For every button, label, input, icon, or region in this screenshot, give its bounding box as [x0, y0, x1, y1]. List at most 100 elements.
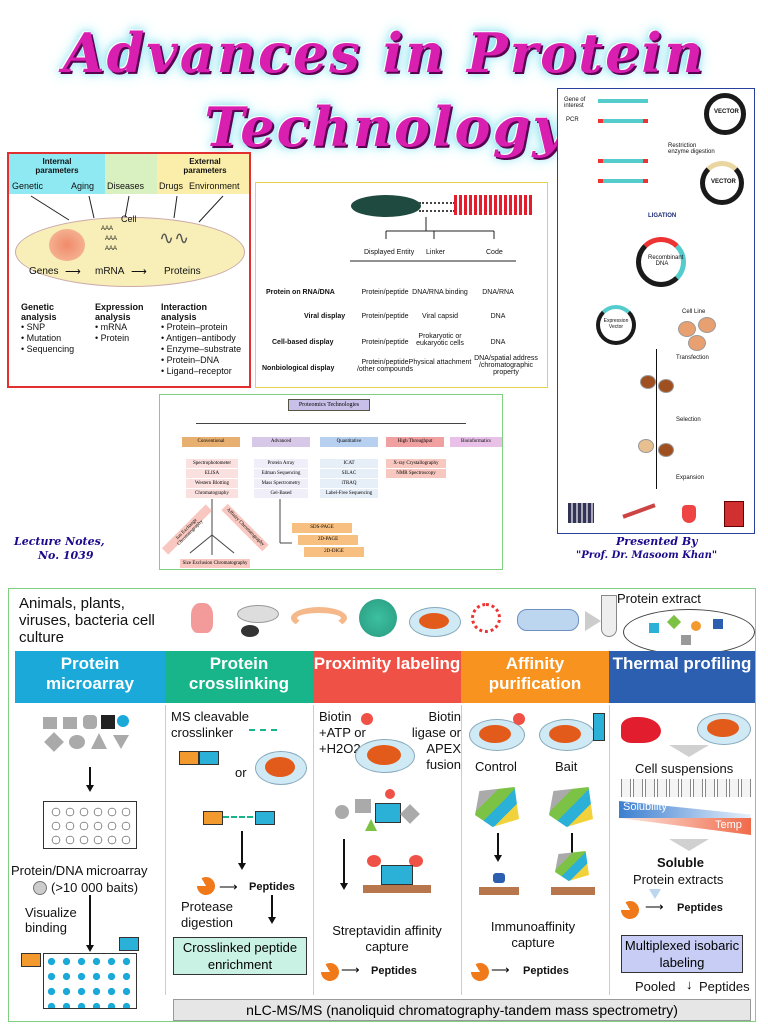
pcr-strand — [598, 179, 648, 183]
header-protein-crosslinking: Protein crosslinking — [165, 651, 313, 703]
flow-arrow-line — [497, 833, 499, 857]
throughput-item: NMR Spectroscopy — [386, 469, 446, 478]
presented-by: Presented By — [616, 535, 698, 548]
row-cell: DNA/RNA binding — [412, 289, 468, 296]
row-cell: DNA — [490, 339, 506, 346]
microarray-label: Protein/DNA microarray — [11, 863, 148, 878]
aaa-2: AAA — [105, 236, 118, 242]
antibody — [493, 873, 505, 883]
complex-part — [409, 855, 423, 867]
bound-protein-blue — [119, 937, 139, 951]
bait-antibody-bead — [551, 851, 595, 897]
expression-vector-label: Expression Vector — [603, 318, 629, 330]
root-node: Proteomics Technologies — [288, 399, 370, 411]
code-barcode-icon — [454, 195, 534, 215]
pooled-label: Pooled — [635, 979, 676, 994]
genetic-title: Genetic analysis — [21, 302, 57, 322]
row-name: Viral display — [304, 313, 346, 320]
restriction-label: Restriction enzyme digestion — [668, 143, 715, 155]
cross-protein-orange — [203, 811, 223, 825]
soluble-label: Soluble — [657, 855, 704, 870]
control-label: Control — [475, 759, 517, 774]
pooled-peptides: Peptides — [699, 979, 750, 994]
chromatography-size-exclusion: Size Exclusion Chromatography — [180, 559, 250, 568]
conventional-item: Chromatography — [186, 489, 238, 498]
protease-arrow: ⟶ — [645, 899, 664, 914]
protease-arrow: ⟶ — [491, 962, 510, 977]
complex-part — [335, 805, 349, 819]
row-cell: Prokaryotic or eukaryotic cells — [416, 333, 464, 347]
title-line-2: Technology — [204, 95, 566, 159]
protein-blob-icon — [351, 195, 421, 217]
flow-arrowhead — [86, 785, 94, 792]
virus-icon — [471, 603, 501, 633]
protein-shape — [44, 732, 64, 752]
external-drugs: Drugs — [159, 181, 184, 191]
affinity-peptides: Peptides — [523, 965, 569, 977]
captured-complex — [555, 851, 589, 881]
proximity-dish-cells — [367, 745, 401, 765]
quantitative-item: iTRAQ — [320, 479, 378, 488]
header-proximity-labeling: Proximity labeling — [313, 651, 461, 703]
flow-arrow-1: ⟶ — [65, 266, 81, 278]
pcr-label: PCR — [566, 117, 579, 123]
protease-arrow: ⟶ — [219, 879, 238, 894]
bead-base — [551, 887, 595, 895]
lecture-notes: Lecture Notes, — [14, 535, 105, 548]
pipette-icon — [622, 503, 656, 519]
internal-label: Internal parameters — [35, 157, 79, 175]
protein-shape — [43, 717, 57, 729]
flow-mrna: mRNA — [95, 266, 125, 277]
ms-footer: nLC-MS/MS (nanoliquid chromatography-tan… — [173, 999, 751, 1021]
bait-circle — [117, 715, 129, 727]
or-label: or — [235, 765, 247, 780]
lecture-number: No. 1039 — [38, 549, 94, 562]
extract-protein — [691, 621, 701, 631]
control-marker — [513, 713, 525, 725]
interaction-item: • Protein–protein — [161, 322, 228, 332]
step-transfection: Transfection — [676, 355, 709, 361]
gel-item: 2D-DIGE — [304, 547, 364, 557]
tube-row — [619, 779, 751, 797]
header-code: Code — [486, 249, 503, 256]
header-displayed-entity: Displayed Entity — [364, 249, 415, 256]
interaction-item: • Protein–DNA — [161, 355, 220, 365]
parameter-arrows — [30, 195, 224, 223]
gene-label: Gene of interest — [564, 97, 586, 109]
plant-icon — [359, 599, 397, 637]
nucleus-blob — [49, 229, 85, 261]
bound-slide — [43, 953, 137, 1009]
step-selection: Selection — [676, 417, 701, 423]
protein-shape — [63, 717, 77, 729]
control-dish-cells — [479, 725, 511, 743]
microarray-dots — [49, 805, 133, 845]
bait-complex — [549, 787, 593, 827]
protease-icon — [617, 897, 643, 923]
biotin-atp-label: Biotin +ATP or +H2O2 — [319, 709, 366, 756]
category-line — [196, 423, 466, 424]
gel-item: SDS-PAGE — [292, 523, 352, 533]
advanced-item: Edman Sequencing — [254, 469, 308, 478]
down-chevron — [669, 839, 709, 851]
quantitative-item: SILAC — [320, 469, 378, 478]
plate-icon — [568, 503, 594, 523]
vector-label: VECTOR — [714, 109, 739, 115]
multiplex-box: Multiplexed isobaric labeling — [621, 935, 743, 973]
bait-tag-icon — [593, 713, 605, 741]
crosslink-dish — [255, 751, 307, 785]
internal-genetic: Genetic — [12, 181, 44, 191]
flow-arrowhead — [494, 855, 502, 862]
display-tree — [350, 217, 516, 262]
row-name: Nonbiological display — [262, 365, 335, 372]
expression-title: Expression analysis — [95, 302, 144, 322]
cell-line-cell — [688, 335, 706, 351]
flow-arrow-line — [89, 895, 91, 947]
bacteria-icon — [517, 609, 579, 631]
arrow-to-extract — [585, 611, 601, 631]
culture-cells — [419, 613, 449, 629]
extracts-label: Protein extracts — [633, 872, 724, 887]
gel-item: 2D-PAGE — [298, 535, 358, 545]
pcr-strand — [598, 159, 648, 163]
diseases-box — [105, 154, 157, 194]
control-antibody-bead — [479, 873, 519, 897]
